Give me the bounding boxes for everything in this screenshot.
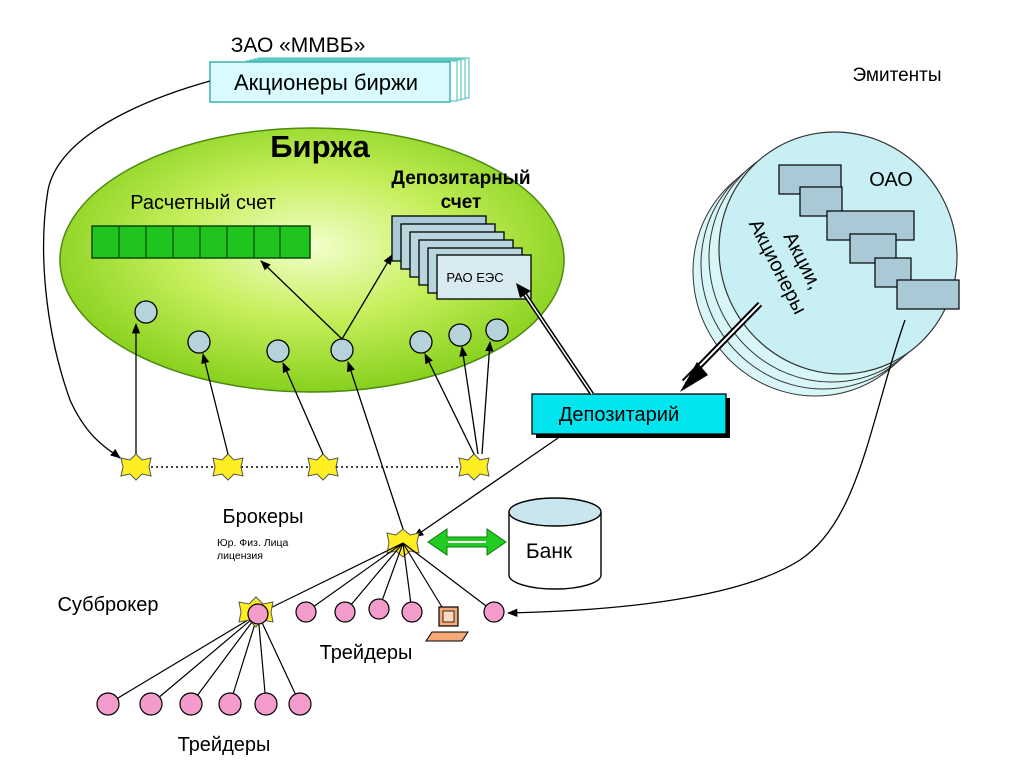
issuers-label: Эмитенты bbox=[852, 65, 941, 86]
arrow-broker-to-node bbox=[459, 345, 479, 455]
brokers-sub2: лицензия bbox=[217, 550, 263, 562]
arrow-to-depository-account bbox=[341, 254, 393, 340]
shareholders-label: Акционеры биржи bbox=[234, 70, 418, 95]
computer-trader-icon bbox=[425, 606, 469, 642]
exchange-title: Биржа bbox=[270, 129, 370, 164]
broker-star bbox=[307, 453, 339, 481]
traders-label-right: Трейдеры bbox=[320, 642, 413, 664]
brokers-label: Брокеры bbox=[223, 506, 304, 528]
brokers-sub1: Юр. Физ. Лица bbox=[217, 537, 289, 549]
trader bbox=[139, 692, 163, 716]
shareholders-connector bbox=[42, 80, 211, 459]
shareholders-stack bbox=[209, 57, 470, 103]
broker-star bbox=[120, 453, 152, 481]
rao-card-label: РАО ЕЭС bbox=[446, 270, 503, 285]
depository-account-cards bbox=[391, 215, 532, 300]
exchange-node bbox=[266, 339, 290, 363]
exchange-node bbox=[330, 338, 354, 362]
broker-star bbox=[212, 453, 244, 481]
exchange-node bbox=[409, 330, 433, 354]
trader bbox=[401, 601, 423, 623]
subbroker-label: Субброкер bbox=[57, 594, 158, 616]
trader bbox=[218, 692, 242, 716]
trader bbox=[334, 601, 356, 623]
arrow-broker-to-node bbox=[424, 353, 475, 455]
oao-label: ОАО bbox=[869, 169, 913, 191]
arrow-depository-to-broker bbox=[413, 437, 559, 538]
trader bbox=[368, 598, 390, 620]
arrow-depository-to-rao bbox=[516, 283, 594, 396]
exchange-node bbox=[134, 300, 158, 324]
arrow-main-broker-to-node bbox=[346, 361, 406, 536]
trader bbox=[96, 692, 120, 716]
trader bbox=[295, 601, 317, 623]
exchange-node bbox=[485, 318, 509, 342]
traders-label-bottom: Трейдеры bbox=[178, 734, 271, 756]
arrow-broker-to-node bbox=[201, 352, 229, 455]
org-title: ЗАО «ММВБ» bbox=[231, 34, 366, 57]
bank-cylinder bbox=[508, 497, 602, 590]
arrow-broker-to-node bbox=[282, 362, 324, 455]
exchange-node bbox=[187, 330, 211, 354]
broker-stars bbox=[120, 453, 490, 481]
trader bbox=[247, 603, 269, 625]
arrow-broker-to-node bbox=[481, 340, 494, 455]
arrow-issuers-to-depository bbox=[680, 301, 763, 392]
issuers-disc bbox=[692, 131, 958, 397]
trader bbox=[483, 601, 505, 623]
broker-star bbox=[458, 453, 490, 481]
depository-account-label-2: счет bbox=[441, 192, 482, 213]
trader bbox=[179, 692, 203, 716]
exchange-ellipse bbox=[59, 127, 565, 393]
traders bbox=[96, 598, 505, 716]
exchange-node bbox=[448, 323, 472, 347]
trader bbox=[254, 692, 278, 716]
issuers-to-trader-connector bbox=[506, 319, 906, 617]
settlement-account-bar bbox=[91, 225, 311, 259]
trader bbox=[288, 692, 312, 716]
depository-box bbox=[531, 393, 727, 435]
arrow-to-settlement bbox=[260, 260, 343, 340]
depository-label: Депозитарий bbox=[559, 404, 679, 426]
exchange-nodes bbox=[134, 300, 509, 363]
depository-account-label-1: Депозитарный bbox=[391, 168, 530, 189]
settlement-account-label: Расчетный счет bbox=[130, 192, 276, 214]
bank-link-arrow bbox=[427, 528, 507, 556]
bank-label: Банк bbox=[526, 540, 573, 563]
oao-shares-stack bbox=[778, 164, 960, 310]
